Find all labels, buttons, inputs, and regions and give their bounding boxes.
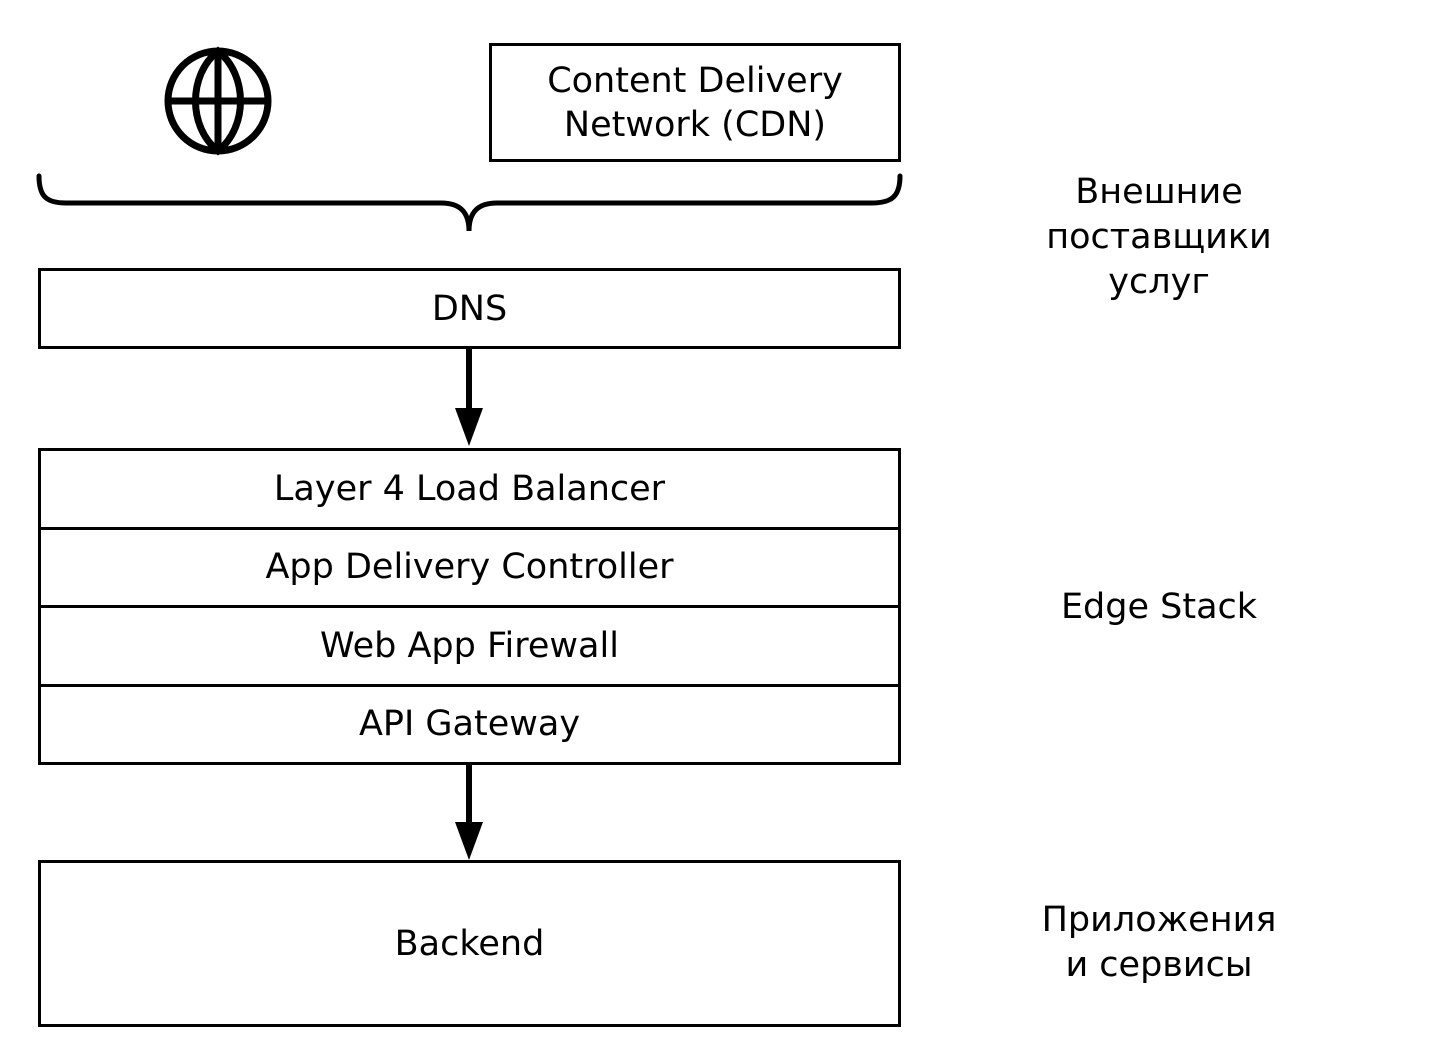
side-label-external: Внешние поставщики услуг <box>1046 172 1272 302</box>
globe-icon <box>164 46 272 156</box>
backend-box: Backend <box>38 860 901 1027</box>
side-label-apps: Приложения и сервисы <box>1041 900 1277 985</box>
cdn-label: Content Delivery Network (CDN) <box>547 60 843 145</box>
edge-stack: Layer 4 Load Balancer App Delivery Contr… <box>38 448 901 765</box>
backend-label: Backend <box>394 923 545 964</box>
edge-layer: App Delivery Controller <box>41 530 898 608</box>
curly-brace <box>36 173 903 232</box>
arrow-edge-to-backend <box>455 765 483 860</box>
dns-box: DNS <box>38 268 901 349</box>
side-label-edge: Edge Stack <box>1060 587 1258 627</box>
edge-layer: Layer 4 Load Balancer <box>41 451 898 530</box>
dns-label: DNS <box>431 288 508 329</box>
cdn-box: Content Delivery Network (CDN) <box>489 43 901 162</box>
arrow-dns-to-edge <box>455 349 483 446</box>
edge-layer: API Gateway <box>358 704 581 745</box>
edge-layer: Web App Firewall <box>41 608 898 687</box>
